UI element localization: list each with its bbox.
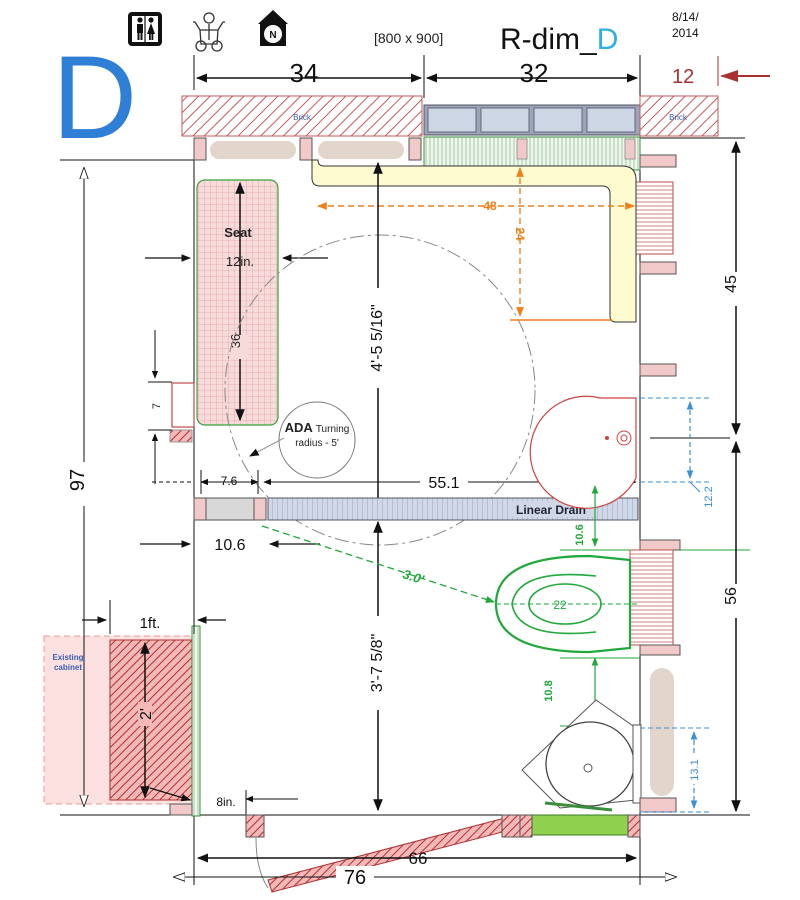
- dim-10-8: 10.8: [543, 680, 555, 701]
- top-dimension-34: 34: [193, 55, 641, 98]
- dim-97: 97: [67, 469, 89, 491]
- dim-10-6-green: 10.6: [574, 524, 586, 545]
- drawing-title: R-dim_D: [500, 23, 618, 56]
- wall-sink: [529, 395, 637, 509]
- restroom-icon: [128, 12, 162, 46]
- red-arrow-head: [720, 70, 738, 82]
- top-dimension-32: 32: [425, 58, 639, 88]
- dim-clear-upper: 4'-5 5/16": [369, 304, 386, 371]
- dim-1ft: 1ft.: [140, 615, 161, 632]
- title-suffix: D: [597, 23, 619, 56]
- door-panel: [267, 817, 511, 893]
- dim-45: 45: [723, 275, 740, 293]
- ada-word: Turning: [316, 424, 350, 435]
- vanity-green-block: [529, 814, 631, 836]
- title-main: R-dim_: [500, 23, 598, 56]
- dim-55-1: 55.1: [428, 475, 459, 492]
- toilet-tank: [629, 549, 674, 646]
- corner-sink-edge: [544, 801, 613, 812]
- seat-label: Seat: [224, 225, 252, 240]
- ada-title: ADA: [285, 420, 314, 435]
- dim-66: 66: [409, 849, 428, 868]
- plan-letter: D: [52, 32, 137, 164]
- dim-8in: 8in.: [216, 795, 235, 809]
- existing-cabinet-label-2: cabinet: [54, 663, 82, 672]
- dim-56: 56: [723, 587, 740, 605]
- window-panes: [423, 104, 641, 136]
- seat-length-label: 36: [228, 334, 243, 348]
- grab-bar-left: [210, 141, 296, 159]
- curb-block: [205, 497, 255, 521]
- dim-2ft: 2': [138, 708, 155, 720]
- dim-34: 34: [290, 58, 319, 88]
- shower-seat: [196, 179, 279, 426]
- dim-48-label: 48: [483, 199, 497, 213]
- dim-32: 32: [520, 58, 549, 88]
- date-line-2: 2014: [672, 26, 699, 40]
- north-arrow-icon: N: [258, 10, 288, 46]
- north-label: N: [269, 30, 276, 41]
- existing-cabinet-label-1: Existing: [52, 653, 83, 662]
- right-wall-bar: [650, 668, 674, 796]
- cabinet-door-strip: [191, 625, 201, 817]
- dim-3-0: 3.0': [401, 566, 427, 587]
- dim-22: 22: [553, 598, 567, 612]
- dim-3ft-line: [261, 525, 495, 603]
- door-swing-arc: [255, 837, 269, 889]
- dim-clear-lower: 3'-7 5/8": [369, 634, 386, 693]
- dim-24-label: 24: [513, 227, 527, 241]
- brick-label-left: Brick: [293, 113, 312, 122]
- window-sill: [423, 136, 641, 171]
- dim-13-1: 13.1: [689, 759, 701, 780]
- dim-10-6-left: 10.6: [214, 537, 245, 554]
- l-grab-bar: [311, 159, 637, 323]
- brick-wall-left: [181, 95, 423, 137]
- right-wall-niche: [629, 181, 674, 255]
- dim-12-2: 12.2: [703, 486, 715, 507]
- wheelchair-person-icon: [193, 12, 225, 52]
- dim-7-6: 7.6: [221, 474, 238, 488]
- linear-drain-label: Linear Drain: [516, 503, 586, 517]
- brick-wall-right: [639, 95, 719, 137]
- date-line-1: 8/14/: [672, 10, 699, 24]
- grab-bar-right: [318, 141, 404, 159]
- size-note: [800 x 900]: [374, 30, 443, 46]
- wall-7-label: 7: [151, 403, 163, 409]
- brick-label-right: Brick: [669, 113, 688, 122]
- ada-text-line2: radius - 5': [295, 438, 339, 449]
- dim-76: 76: [344, 867, 366, 889]
- dim-12-corner: 12: [672, 66, 694, 88]
